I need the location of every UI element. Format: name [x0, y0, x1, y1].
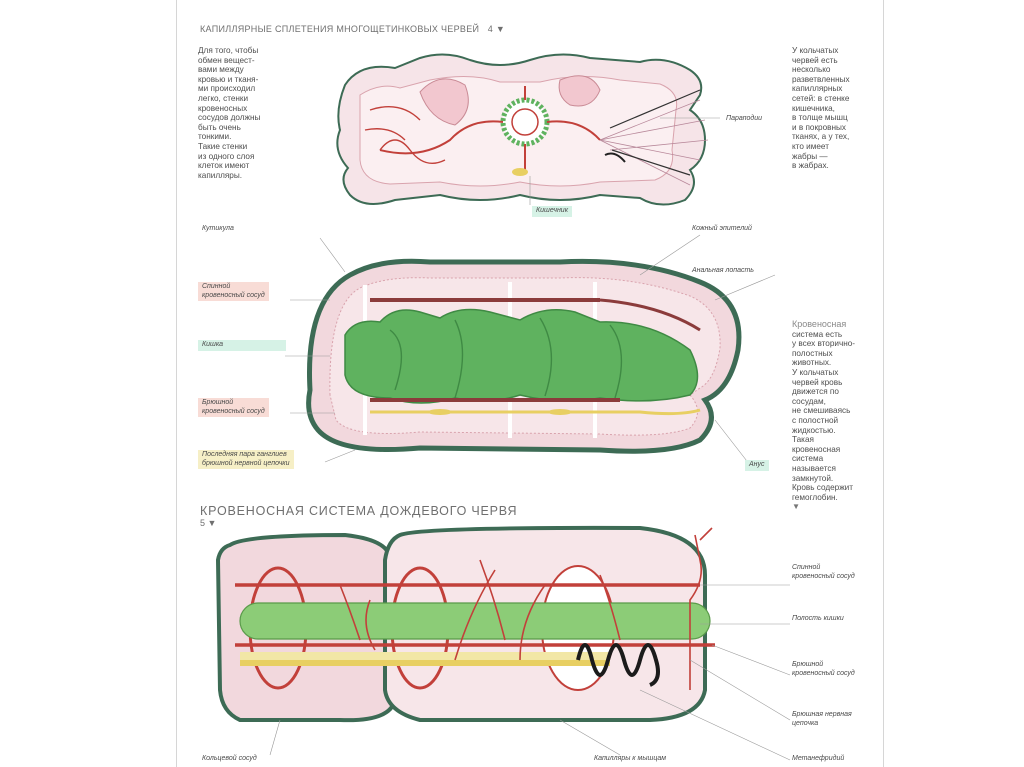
- figure4-right-note: У кольчатых червей есть несколько развет…: [792, 46, 850, 171]
- figure4-title: Капиллярные сплетения многощетинковых че…: [200, 24, 480, 34]
- label-last-ganglia: Последняя пара ганглиев брюшной нервной …: [198, 450, 294, 469]
- label-gut: Кишка: [198, 340, 286, 351]
- label-muscle-capillaries: Капилляры к мышцам: [594, 755, 667, 762]
- label-ventral-vessel: Брюшной кровеносный сосуд: [198, 398, 269, 417]
- label-gut-cavity: Полость кишки: [792, 615, 844, 622]
- closed-system-note-lead: Кровеносная: [792, 319, 847, 329]
- figure4-number: 4 ▼: [487, 24, 506, 34]
- label-anus: Анус: [745, 460, 769, 471]
- figure4-title-row: Капиллярные сплетения многощетинковых че…: [200, 24, 505, 34]
- closed-system-note-arrow: ▼: [792, 502, 801, 512]
- figure5-number: 5 ▼: [200, 518, 217, 528]
- label-parapodia: Параподии: [726, 115, 763, 122]
- label-ventral-nerve-cord: Брюшная нервная цепочка: [792, 711, 852, 727]
- label-cuticle: Кутикула: [202, 225, 234, 232]
- figure5-title: Кровеносная система дождевого червя: [200, 504, 518, 518]
- label-anal-lobe: Анальная лопасть: [692, 267, 754, 274]
- polychaete-cross-section: [336, 53, 720, 206]
- earthworm-3d-section: [215, 525, 791, 761]
- closed-system-note-body: система есть у всех вторично- полостных …: [792, 329, 856, 502]
- label-ring-vessel: Кольцевой сосуд: [202, 755, 257, 762]
- label-skin-epithelium: Кожный эпителий: [692, 225, 752, 232]
- label-fig5-dorsal-vessel: Спинной кровеносный сосуд: [792, 564, 855, 580]
- label-intestine: Кишечник: [532, 206, 573, 217]
- figure4-left-note: Для того, чтобы обмен вещест- вами между…: [198, 46, 261, 180]
- label-fig5-ventral-vessel: Брюшной кровеносный сосуд: [792, 661, 855, 677]
- label-metanephridium: Метанефридий: [792, 755, 845, 762]
- longitudinal-section: [285, 234, 776, 466]
- label-dorsal-vessel: Спинной кровеносный сосуд: [198, 282, 269, 301]
